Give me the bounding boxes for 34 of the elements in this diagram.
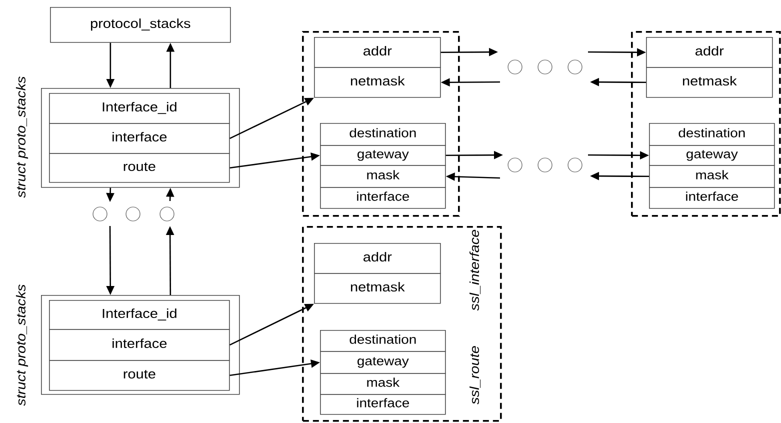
side-label: struct proto_stacks [16, 76, 28, 198]
field-cell: destination [649, 123, 775, 146]
field-cell: mask [320, 373, 446, 395]
field-cell: mask [649, 165, 775, 188]
field-cell: netmask [314, 67, 441, 98]
field-cell: mask [320, 165, 446, 188]
field-cell: Interface_id [49, 300, 230, 330]
field-cell: gateway [320, 145, 446, 166]
struct-box [41, 295, 240, 395]
field-cell: netmask [646, 67, 773, 98]
field-cell: addr [314, 243, 441, 274]
field-cell: destination [320, 123, 446, 146]
field-cell: route [49, 153, 230, 183]
field-cell: interface [49, 329, 230, 361]
dashed-group-box [302, 31, 460, 217]
field-cell: addr [314, 37, 441, 68]
struct-box [41, 88, 240, 188]
side-label: ssl_interface [470, 230, 480, 311]
field-cell: destination [320, 330, 446, 352]
field-cell: route [49, 360, 230, 391]
header-box: protocol_stacks [50, 7, 231, 43]
side-label: struct proto_stacks [16, 284, 28, 406]
field-cell: netmask [314, 273, 441, 304]
field-cell: interface [49, 123, 230, 154]
side-label: ssl_route [470, 346, 480, 404]
field-cell: interface [320, 187, 446, 209]
field-cell: gateway [649, 145, 775, 166]
dashed-group-box [631, 31, 781, 217]
dashed-group-box [302, 226, 502, 422]
field-cell: Interface_id [49, 93, 230, 124]
field-cell: interface [320, 394, 446, 415]
field-cell: gateway [320, 351, 446, 374]
field-cell: addr [646, 37, 773, 68]
field-cell: interface [649, 187, 775, 209]
